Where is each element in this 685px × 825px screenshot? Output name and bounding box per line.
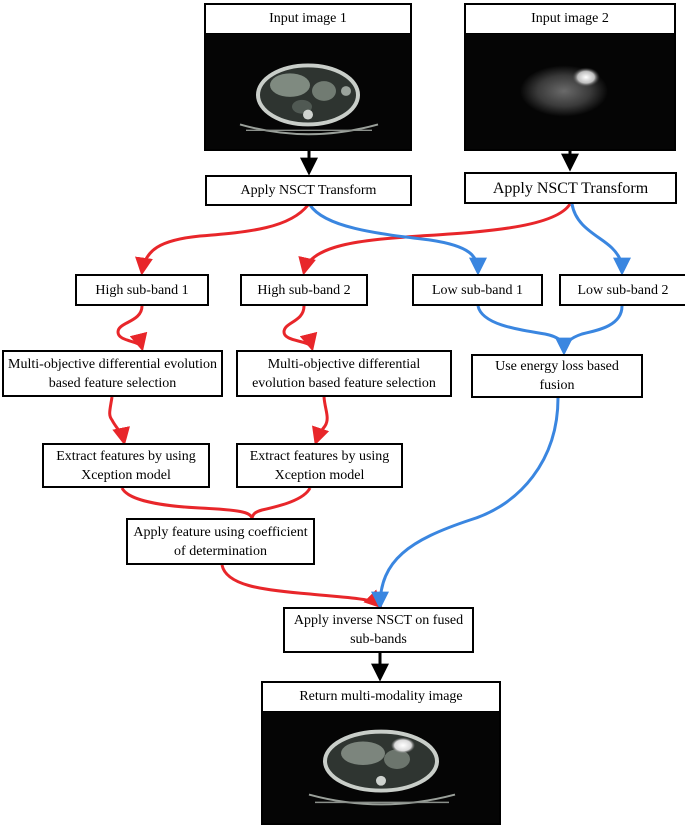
apply-nsct-transform-2: Apply NSCT Transform <box>464 172 677 204</box>
feature-selection-box-1: Multi-objective differential evolution b… <box>2 350 223 397</box>
arrow-nsct2-to-high2 <box>298 203 572 276</box>
arrow-xcep2-to-coef <box>250 487 312 519</box>
high-sub-band-2: High sub-band 2 <box>240 274 368 306</box>
input-image-1-label: Input image 1 <box>206 5 410 34</box>
xception-extract-box-1: Extract features by using Xception model <box>42 443 210 488</box>
low-sub-band-2: Low sub-band 2 <box>559 274 685 306</box>
apply-nsct-transform-1: Apply NSCT Transform <box>205 175 412 206</box>
energy-loss-fusion-box: Use energy loss based fusion <box>471 354 643 398</box>
output-image-label: Return multi-modality image <box>263 683 499 712</box>
output-image-card: Return multi-modality image <box>261 681 501 825</box>
arrow-nsct1-to-high1 <box>135 204 310 276</box>
inverse-nsct-box: Apply inverse NSCT on fused sub-bands <box>283 607 474 653</box>
arrow-high1-to-mode1 <box>116 305 148 352</box>
arrow-low2-to-energy <box>562 305 624 353</box>
input-image-2-card: Input image 2 <box>464 3 676 151</box>
coefficient-of-determination-box: Apply feature using coefficient of deter… <box>126 518 315 565</box>
high-sub-band-1: High sub-band 1 <box>75 274 209 306</box>
output-fused-scan <box>263 712 499 823</box>
arrow-xcep1-to-coef <box>120 487 254 519</box>
arrow-nsct1-to-low1 <box>308 204 487 276</box>
input-image-2-label: Input image 2 <box>466 5 674 34</box>
input-image-1-ct-scan <box>206 34 410 149</box>
xception-extract-box-2: Extract features by using Xception model <box>236 443 403 488</box>
feature-selection-box-2: Multi-objective differential evolution b… <box>236 350 452 397</box>
arrow-mode1-to-xcep1 <box>108 396 130 446</box>
arrow-high2-to-mode2 <box>282 305 318 352</box>
arrow-low1-to-energy <box>476 305 573 356</box>
arrow-coef-to-inverse <box>220 564 383 609</box>
input-image-1-card: Input image 1 <box>204 3 412 151</box>
arrow-mode2-to-xcep2 <box>312 396 330 446</box>
low-sub-band-1: Low sub-band 1 <box>412 274 543 306</box>
arrow-nsct2-to-low2 <box>570 203 631 276</box>
input-image-2-pet-scan <box>466 34 674 149</box>
arrow-energy-to-inverse <box>371 397 560 610</box>
